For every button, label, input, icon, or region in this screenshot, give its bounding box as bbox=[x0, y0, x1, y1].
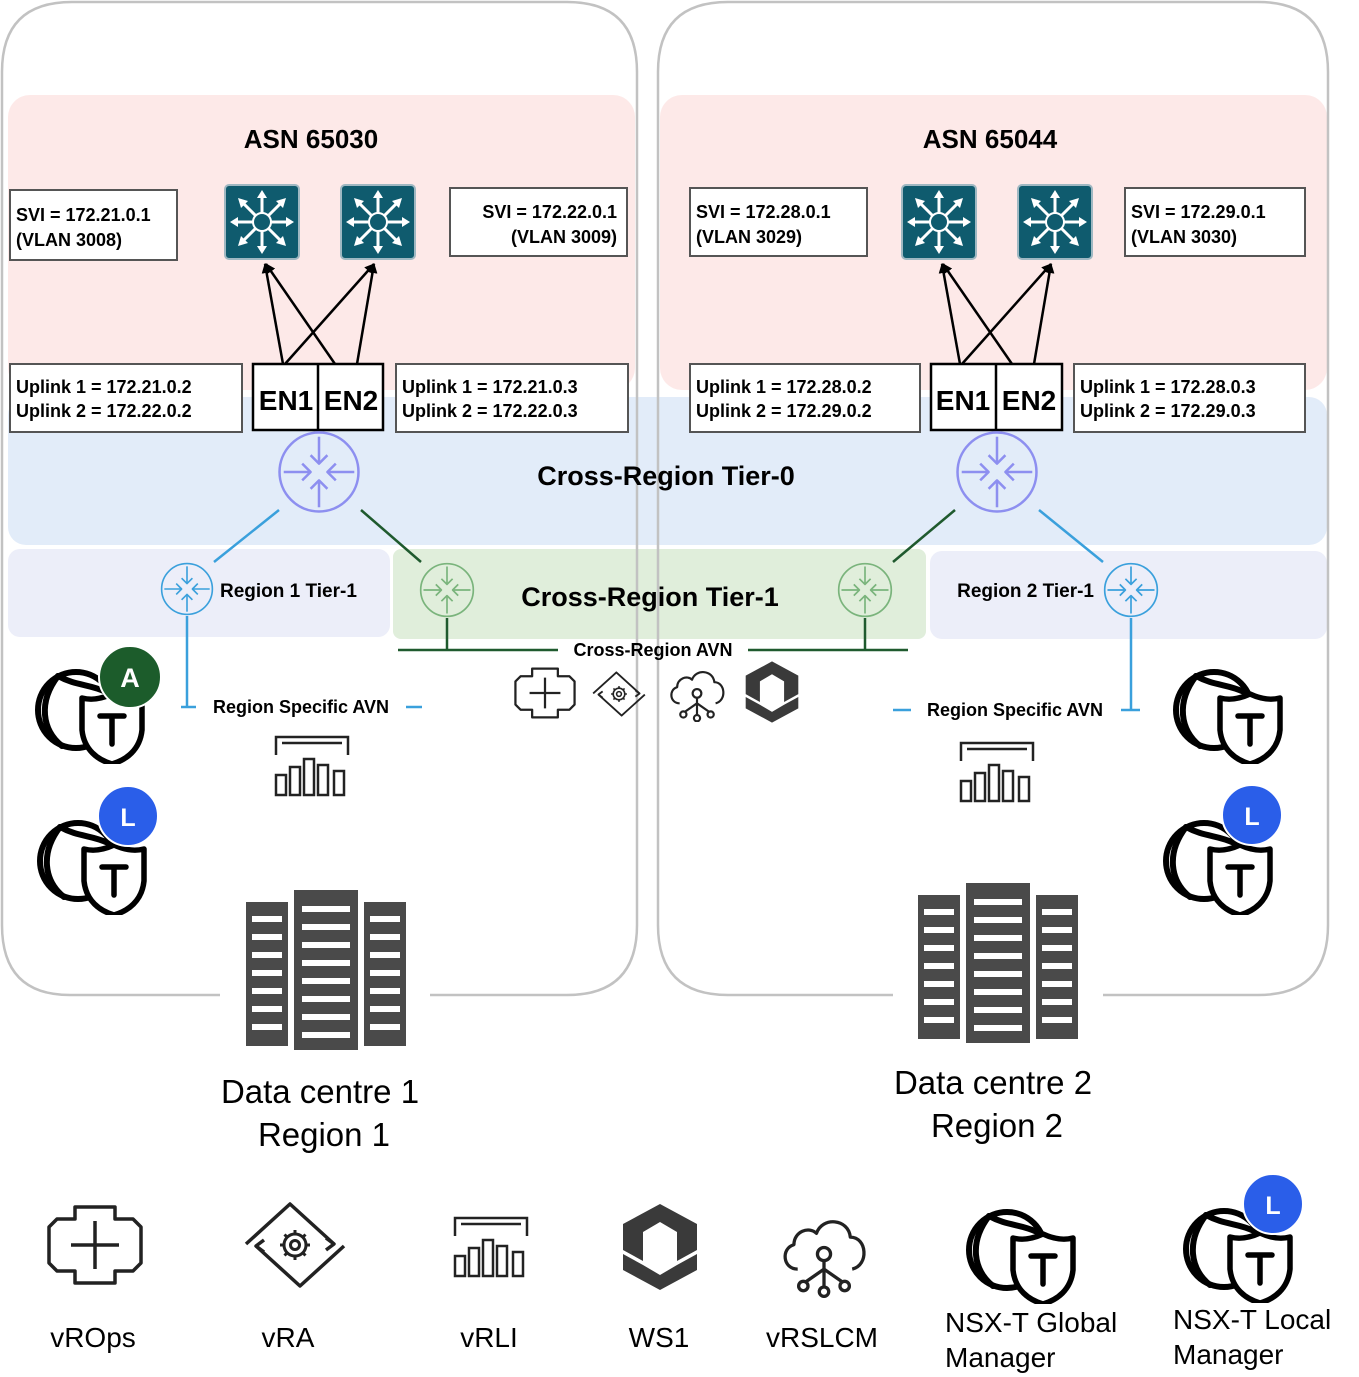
svg-text:(VLAN 3009): (VLAN 3009) bbox=[511, 227, 617, 247]
cross-region-tier1-label: Cross-Region Tier-1 bbox=[521, 582, 779, 612]
datacentre1-outline bbox=[0, 0, 639, 997]
tier-links bbox=[213, 509, 1104, 563]
svg-text:L: L bbox=[1265, 1192, 1280, 1220]
cross-avn-vrslcm-icon bbox=[670, 671, 725, 722]
legend-nsx-global-label-1: NSX-T Global bbox=[945, 1307, 1117, 1338]
legend-vrslcm-icon bbox=[783, 1220, 866, 1298]
svi-box-dc2-left: SVI = 172.28.0.1 (VLAN 3029) bbox=[689, 187, 868, 257]
svg-text:Uplink 2 = 172.22.0.2: Uplink 2 = 172.22.0.2 bbox=[16, 401, 192, 421]
asn-title-dc2: ASN 65044 bbox=[923, 124, 1058, 154]
uplink-box-dc1-right: Uplink 1 = 172.21.0.3 Uplink 2 = 172.22.… bbox=[395, 363, 629, 433]
legend-nsx-local-label-2: Manager bbox=[1173, 1339, 1284, 1370]
tor-switch-icon-dc2-a bbox=[901, 184, 977, 260]
dc2-local-badge bbox=[1221, 784, 1283, 846]
datacentre2-outline bbox=[656, 0, 1330, 997]
svg-text:SVI = 172.29.0.1: SVI = 172.29.0.1 bbox=[1131, 202, 1266, 222]
uplink-arrows-dc1 bbox=[261, 263, 378, 365]
datacentre2-region: Region 2 bbox=[931, 1107, 1063, 1144]
svg-text:Uplink 1 = 172.21.0.3: Uplink 1 = 172.21.0.3 bbox=[402, 377, 578, 397]
svg-text:SVI = 172.28.0.1: SVI = 172.28.0.1 bbox=[696, 202, 831, 222]
legend-local-badge bbox=[1242, 1173, 1304, 1235]
asn-band-dc2 bbox=[660, 95, 1327, 390]
dc1-local-badge bbox=[97, 785, 159, 847]
cross-region-avn-line bbox=[398, 618, 908, 652]
cross-avn-ws1-icon bbox=[745, 661, 799, 723]
legend-ws1-label: WS1 bbox=[629, 1322, 690, 1353]
svg-text:L: L bbox=[120, 804, 135, 832]
datacentre1-name: Data centre 1 bbox=[221, 1073, 419, 1110]
uplink-arrows-dc2 bbox=[938, 263, 1055, 365]
svi-box-dc2-right: SVI = 172.29.0.1 (VLAN 3030) bbox=[1124, 187, 1306, 257]
legend-vrslcm-label: vRSLCM bbox=[766, 1322, 878, 1353]
region1-tier1-band bbox=[8, 549, 390, 637]
datacentre2-name: Data centre 2 bbox=[894, 1064, 1092, 1101]
cross-tier1-band bbox=[393, 549, 926, 639]
svg-text:Uplink 2 = 172.22.0.3: Uplink 2 = 172.22.0.3 bbox=[402, 401, 578, 421]
edge-node-en1-dc2: EN1 bbox=[936, 385, 990, 416]
region2-avn-line bbox=[893, 618, 1140, 712]
region2-tier1-band bbox=[930, 551, 1327, 639]
edge-node-en2-dc1: EN2 bbox=[324, 385, 378, 416]
svg-text:Uplink 1 = 172.28.0.2: Uplink 1 = 172.28.0.2 bbox=[696, 377, 872, 397]
legend-vra-label: vRA bbox=[262, 1322, 315, 1353]
datacentre1-icon bbox=[246, 890, 406, 1050]
region2-vrli-icon bbox=[959, 741, 1035, 803]
svg-text:(VLAN 3029): (VLAN 3029) bbox=[696, 227, 802, 247]
datacentre2-icon bbox=[918, 883, 1078, 1043]
svg-text:Uplink 1 = 172.28.0.3: Uplink 1 = 172.28.0.3 bbox=[1080, 377, 1256, 397]
cross-region-tier0-label: Cross-Region Tier-0 bbox=[537, 461, 795, 491]
cross-avn-vrops-icon bbox=[514, 667, 576, 719]
asn-title-dc1: ASN 65030 bbox=[244, 124, 378, 154]
svg-text:Uplink 1 = 172.21.0.2: Uplink 1 = 172.21.0.2 bbox=[16, 377, 192, 397]
uplink-box-dc2-right: Uplink 1 = 172.28.0.3 Uplink 2 = 172.29.… bbox=[1073, 363, 1306, 433]
region2-tier1-label: Region 2 Tier-1 bbox=[957, 581, 1094, 602]
legend-vrli-icon bbox=[453, 1216, 529, 1278]
datacentre1-region: Region 1 bbox=[258, 1116, 390, 1153]
legend-nsx-global-manager-icon bbox=[969, 1212, 1073, 1304]
region1-tier1-label: Region 1 Tier-1 bbox=[220, 581, 357, 602]
dc2-nsx-global-manager-icon bbox=[1176, 672, 1280, 764]
edge-nodes-dc2: EN1 EN2 bbox=[929, 362, 1064, 432]
tor-switch-icon-dc1-a bbox=[224, 184, 300, 260]
svg-text:A: A bbox=[120, 663, 140, 693]
svg-text:Uplink 2 = 172.29.0.3: Uplink 2 = 172.29.0.3 bbox=[1080, 401, 1256, 421]
svg-text:Uplink 2 = 172.29.0.2: Uplink 2 = 172.29.0.2 bbox=[696, 401, 872, 421]
svg-text:SVI = 172.21.0.1: SVI = 172.21.0.1 bbox=[16, 205, 151, 225]
asn-band-dc1 bbox=[8, 95, 635, 390]
legend-ws1-icon bbox=[623, 1204, 697, 1290]
region1-avn-line bbox=[181, 616, 422, 709]
tor-switch-icon-dc1-b bbox=[340, 184, 416, 260]
legend-nsx-local-label-1: NSX-T Local bbox=[1173, 1304, 1331, 1335]
region1-avn-label: Region Specific AVN bbox=[213, 697, 389, 717]
region2-avn-label: Region Specific AVN bbox=[927, 700, 1103, 720]
dc1-active-badge bbox=[98, 645, 162, 709]
edge-nodes-dc1: EN1 EN2 bbox=[251, 362, 385, 432]
legend-vra-icon bbox=[244, 1202, 346, 1288]
svg-text:(VLAN 3008): (VLAN 3008) bbox=[16, 230, 122, 250]
legend-vrops-label: vROps bbox=[50, 1322, 136, 1353]
legend-vrops-icon bbox=[47, 1205, 143, 1285]
uplink-box-dc1-left: Uplink 1 = 172.21.0.2 Uplink 2 = 172.22.… bbox=[9, 363, 243, 433]
legend-nsx-global-label-2: Manager bbox=[945, 1342, 1056, 1373]
edge-node-en1-dc1: EN1 bbox=[259, 385, 313, 416]
uplink-box-dc2-left: Uplink 1 = 172.28.0.2 Uplink 2 = 172.29.… bbox=[689, 363, 921, 433]
region1-vrli-icon bbox=[274, 735, 350, 797]
svi-box-dc1-left: SVI = 172.21.0.1 (VLAN 3008) bbox=[9, 189, 178, 261]
tor-switch-icon-dc2-b bbox=[1017, 184, 1093, 260]
legend-vrli-label: vRLI bbox=[460, 1322, 518, 1353]
svg-text:L: L bbox=[1244, 803, 1259, 831]
svg-text:SVI = 172.22.0.1: SVI = 172.22.0.1 bbox=[482, 202, 617, 222]
svi-box-dc1-right: SVI = 172.22.0.1 (VLAN 3009) bbox=[449, 187, 628, 257]
edge-node-en2-dc2: EN2 bbox=[1002, 385, 1056, 416]
svg-text:(VLAN 3030): (VLAN 3030) bbox=[1131, 227, 1237, 247]
cross-region-avn-label: Cross-Region AVN bbox=[573, 640, 732, 660]
